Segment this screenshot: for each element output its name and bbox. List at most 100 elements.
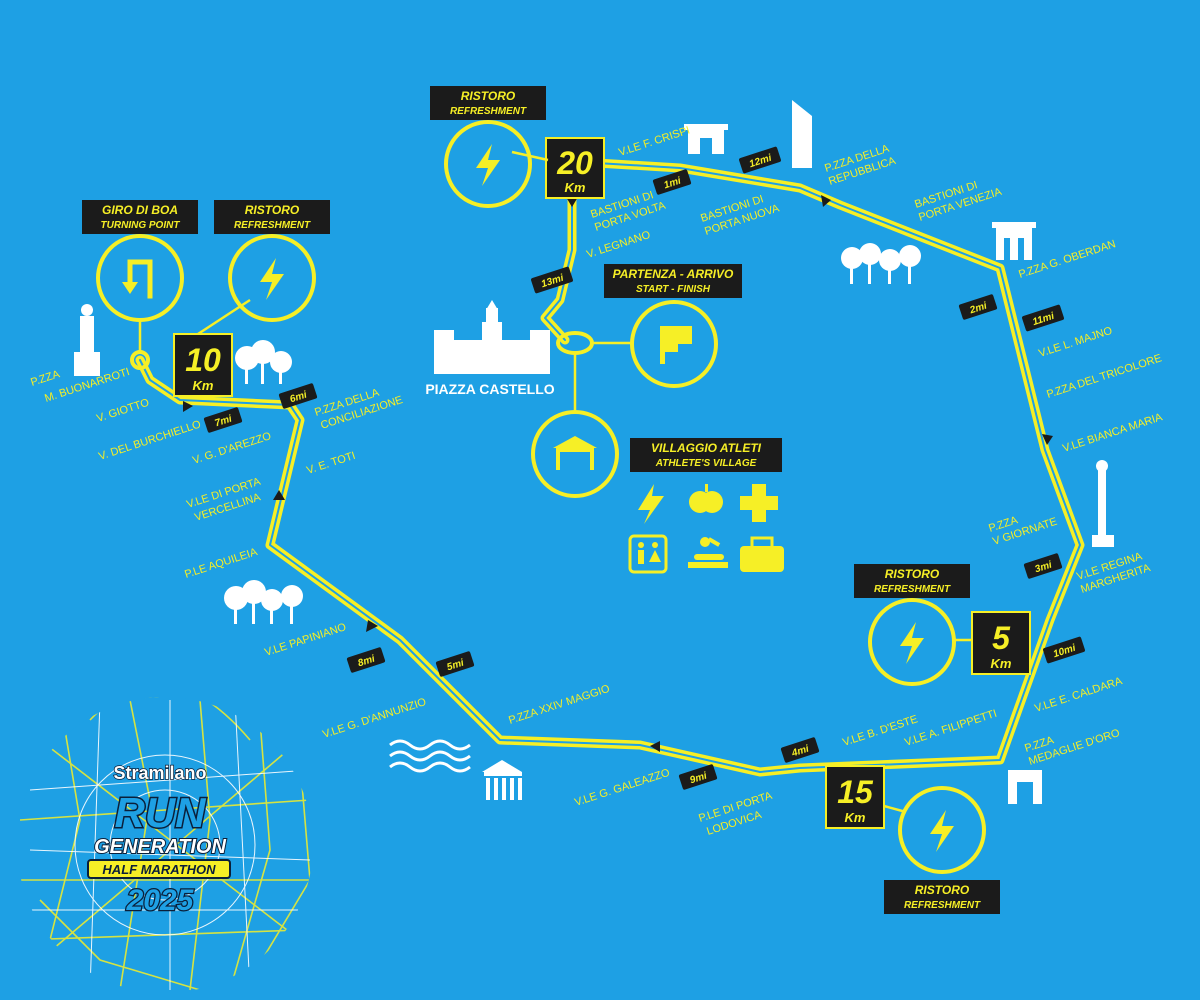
svg-text:RISTORO: RISTORO [885, 567, 940, 581]
street-papiniano: V.LE PAPINIANO [263, 621, 348, 659]
street-giotto: V. GIOTTO [95, 396, 151, 424]
svg-text:REFRESHMENT: REFRESHMENT [874, 584, 951, 595]
svg-text:15: 15 [837, 774, 874, 810]
street-crispi: V.LE F. CRISPI [617, 125, 691, 159]
bolt-icon [638, 484, 664, 524]
ristoro-west-box: RISTORO REFRESHMENT [214, 200, 330, 322]
street-burchiello: V. DEL BURCHIELLO [97, 418, 203, 463]
village-services [628, 484, 784, 574]
mile-marker-2: 2mi [968, 300, 989, 316]
porta-venezia-icon [992, 222, 1036, 260]
mile-marker-8: 8mi [357, 653, 377, 669]
logo-year: 2025 [126, 884, 195, 917]
street-tricolore: P.ZZA DEL TRICOLORE [1045, 352, 1163, 401]
race-route [130, 157, 1085, 777]
street-oberdan: P.ZZA G. OBERDAN [1017, 238, 1117, 281]
svg-text:Km: Km [193, 378, 214, 393]
water-icon [389, 739, 471, 773]
ristoro-south-box: RISTORO REFRESHMENT [884, 786, 1000, 914]
street-aquileia: P.LE AQUILEIA [183, 546, 259, 581]
mile-marker-3: 3mi [1034, 559, 1054, 575]
svg-text:START - FINISH: START - FINISH [636, 284, 711, 295]
street-caldara: V.LE E. CALDARA [1033, 675, 1124, 715]
svg-text:REFRESHMENT: REFRESHMENT [234, 220, 311, 231]
logo-generation: GENERATION [94, 836, 226, 858]
svg-text:Km: Km [565, 180, 586, 195]
km-marker-15: 15 Km [825, 765, 885, 829]
svg-text:Km: Km [845, 810, 866, 825]
street-buonarroti-1: P.ZZA [29, 368, 62, 389]
turning-point-box: GIRO DI BOA TURNING POINT [82, 200, 198, 322]
piazza-castello-label: PIAZZA CASTELLO [425, 381, 554, 397]
statue-icon [74, 304, 100, 376]
arch-gate-icon [684, 124, 728, 154]
trees-left-icon [235, 340, 292, 384]
svg-text:10: 10 [185, 342, 221, 378]
skyscraper-icon [792, 100, 812, 168]
ristoro-north-box: RISTORO REFRESHMENT [430, 86, 546, 208]
porta-romana-icon [1008, 770, 1042, 804]
temple-icon [482, 760, 522, 800]
mile-marker-7: 7mi [214, 413, 234, 429]
svg-text:TURNING POINT: TURNING POINT [101, 220, 181, 231]
landmarks [74, 100, 1114, 804]
svg-text:REFRESHMENT: REFRESHMENT [904, 900, 981, 911]
logo-band [87, 859, 231, 879]
km-markers: 20 Km 10 Km 5 Km 15 Km [173, 137, 1031, 829]
km-marker-10: 10 Km [173, 333, 233, 397]
svg-text:VILLAGGIO ATLETI: VILLAGGIO ATLETI [651, 441, 762, 455]
svg-text:ATHLETE'S VILLAGE: ATHLETE'S VILLAGE [655, 458, 757, 469]
street-majno: V.LE L. MAJNO [1037, 325, 1114, 360]
trees-right-icon [841, 243, 921, 284]
ristoro-east-box: RISTORO REFRESHMENT [854, 564, 970, 686]
svg-text:20: 20 [556, 145, 593, 181]
logo-stramilano: Stramilano [113, 763, 206, 783]
km-marker-20: 20 Km [545, 137, 605, 199]
info-boxes: GIRO DI BOA TURNING POINT RISTORO REFRES… [82, 86, 1000, 914]
apple-icon [689, 484, 723, 513]
start-finish-box: PARTENZA - ARRIVO START - FINISH [604, 264, 742, 388]
mile-marker-1: 1mi [663, 175, 683, 191]
km-marker-5: 5 Km [971, 611, 1031, 675]
mile-marker-6: 6mi [289, 389, 309, 405]
logo-run: RUN [115, 789, 208, 836]
bolt-icon [930, 810, 954, 852]
athletes-village-box: VILLAGGIO ATLETI ATHLETE'S VILLAGE [531, 410, 782, 498]
first-aid-icon [740, 484, 778, 522]
mile-markers: 1mi 2mi 3mi 4mi 5mi 6mi 7mi 8mi 9mi 10mi… [203, 146, 1085, 790]
street-annunzio: V.LE G. D'ANNUNZIO [321, 696, 428, 741]
mile-marker-5: 5mi [446, 657, 466, 673]
bolt-icon [900, 622, 924, 664]
mile-marker-4: 4mi [790, 743, 811, 759]
restroom-icon [628, 534, 668, 574]
svg-text:REFRESHMENT: REFRESHMENT [450, 106, 527, 117]
street-galeazzo: V.LE G. GALEAZZO [573, 767, 672, 809]
bolt-icon [476, 144, 500, 186]
svg-text:RISTORO: RISTORO [245, 203, 300, 217]
svg-text:GIRO DI BOA: GIRO DI BOA [102, 203, 178, 217]
u-turn-icon [122, 259, 153, 299]
mile-marker-9: 9mi [689, 770, 709, 786]
svg-text:Km: Km [991, 656, 1012, 671]
massage-icon [688, 537, 728, 568]
street-arezzo: V. G. D'AREZZO [191, 430, 273, 467]
flag-icon [660, 326, 692, 364]
bag-icon [740, 536, 784, 572]
logo-area: Stramilano RUN GENERATION HALF MARATHON … [17, 697, 313, 993]
svg-text:RISTORO: RISTORO [461, 89, 516, 103]
street-legnano: V. LEGNANO [585, 229, 652, 261]
trees-mid-icon [224, 580, 303, 624]
street-toti: V. E. TOTI [305, 450, 357, 477]
street-filippetti: V.LE A. FILIPPETTI [903, 708, 998, 749]
svg-text:PARTENZA - ARRIVO: PARTENZA - ARRIVO [613, 267, 734, 281]
street-maggio: P.ZZA XXIV MAGGIO [507, 683, 612, 727]
bolt-icon [260, 258, 284, 300]
svg-text:5: 5 [992, 620, 1011, 656]
column-icon [1092, 460, 1114, 547]
logo-half-marathon: HALF MARATHON [102, 862, 216, 877]
castello-icon [434, 300, 550, 374]
tent-icon [553, 436, 597, 470]
svg-text:RISTORO: RISTORO [915, 883, 970, 897]
street-bianca: V.LE BIANCA MARIA [1061, 411, 1164, 455]
